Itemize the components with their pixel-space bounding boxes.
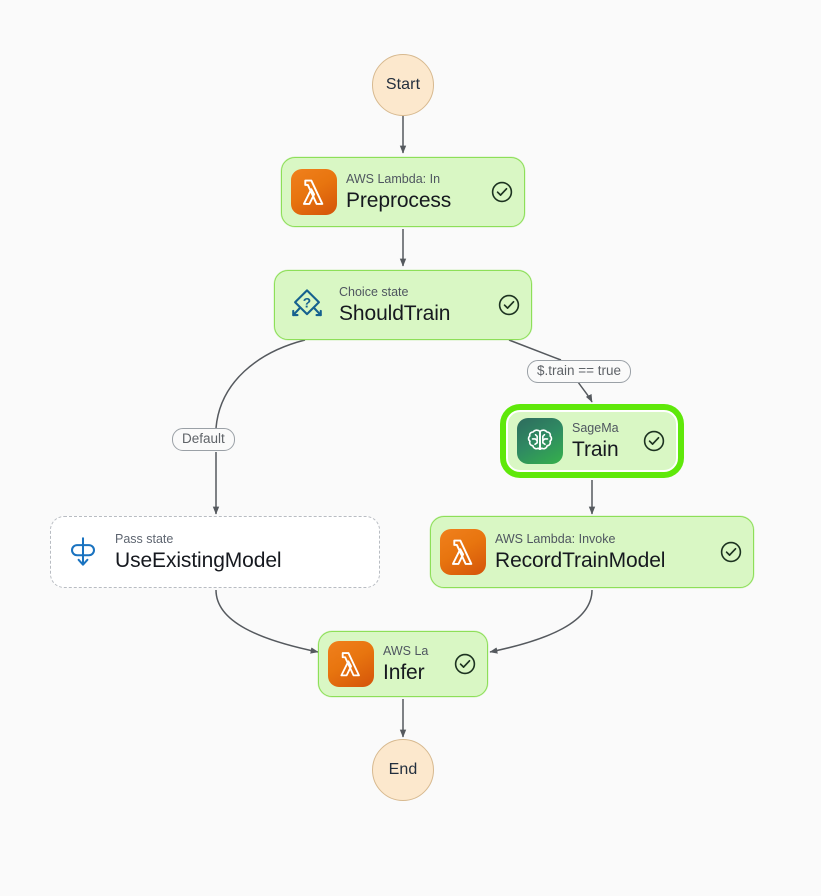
state-node-infer-subtitle: AWS La bbox=[383, 643, 429, 658]
svg-text:?: ? bbox=[303, 295, 311, 310]
end-node-label: End bbox=[388, 761, 418, 778]
state-node-preprocess-text: AWS Lambda: In Preprocess bbox=[337, 172, 486, 213]
state-node-recordtrainmodel-title: RecordTrainModel bbox=[495, 548, 666, 572]
edge-label-default: Default bbox=[172, 428, 235, 451]
check-circle-icon bbox=[453, 652, 477, 676]
edge-label-train-condition: $.train == true bbox=[527, 360, 632, 383]
start-node-label: Start bbox=[385, 76, 421, 93]
state-node-useexistingmodel-text: Pass state UseExistingModel bbox=[106, 532, 369, 573]
state-node-infer[interactable]: AWS La Infer bbox=[318, 631, 488, 697]
lambda-icon bbox=[328, 641, 374, 687]
state-node-shouldtrain-text: Choice state ShouldTrain bbox=[330, 285, 493, 326]
state-node-train-subtitle: SageMa bbox=[572, 420, 619, 435]
state-node-recordtrainmodel-text: AWS Lambda: Invoke RecordTrainModel bbox=[486, 532, 715, 573]
state-node-useexistingmodel-title: UseExistingModel bbox=[115, 548, 282, 572]
choice-icon: ? bbox=[284, 282, 330, 328]
state-node-preprocess-title: Preprocess bbox=[346, 188, 452, 212]
check-circle-icon bbox=[490, 180, 514, 204]
state-node-shouldtrain-subtitle: Choice state bbox=[339, 284, 409, 299]
state-node-preprocess-subtitle: AWS Lambda: In bbox=[346, 171, 441, 186]
end-node[interactable]: End bbox=[372, 739, 434, 801]
edge-label-train-condition-text: $.train == true bbox=[537, 363, 622, 378]
state-node-infer-title: Infer bbox=[383, 660, 425, 684]
state-node-preprocess[interactable]: AWS Lambda: In Preprocess bbox=[281, 157, 525, 227]
state-node-shouldtrain[interactable]: ? Choice state ShouldTrain bbox=[274, 270, 532, 340]
state-node-train-title: Train bbox=[572, 437, 619, 461]
edge-recordtrainmodel-to-infer bbox=[489, 589, 593, 654]
lambda-icon bbox=[440, 529, 486, 575]
pass-state-icon bbox=[60, 529, 106, 575]
edge-useexistingmodel-to-infer bbox=[215, 589, 319, 654]
state-node-infer-text: AWS La Infer bbox=[374, 644, 449, 685]
state-node-useexistingmodel[interactable]: Pass state UseExistingModel bbox=[50, 516, 380, 588]
sagemaker-brain-icon bbox=[517, 418, 563, 464]
edge-shouldtrain-to-train bbox=[508, 339, 562, 361]
state-node-train-text: SageMa Train bbox=[563, 421, 638, 462]
state-node-train[interactable]: SageMa Train bbox=[506, 410, 678, 472]
check-circle-icon bbox=[497, 293, 521, 317]
start-node[interactable]: Start bbox=[372, 54, 434, 116]
state-node-useexistingmodel-subtitle: Pass state bbox=[115, 531, 174, 546]
state-node-recordtrainmodel[interactable]: AWS Lambda: Invoke RecordTrainModel bbox=[430, 516, 754, 588]
check-circle-icon bbox=[642, 429, 666, 453]
check-circle-icon bbox=[719, 540, 743, 564]
state-node-recordtrainmodel-subtitle: AWS Lambda: Invoke bbox=[495, 531, 616, 546]
edge-label-default-text: Default bbox=[182, 431, 225, 446]
edge-shouldtrain-to-train-tail bbox=[577, 381, 593, 403]
edge-shouldtrain-to-useexistingmodel bbox=[215, 339, 306, 429]
state-node-shouldtrain-title: ShouldTrain bbox=[339, 301, 451, 325]
lambda-icon bbox=[291, 169, 337, 215]
